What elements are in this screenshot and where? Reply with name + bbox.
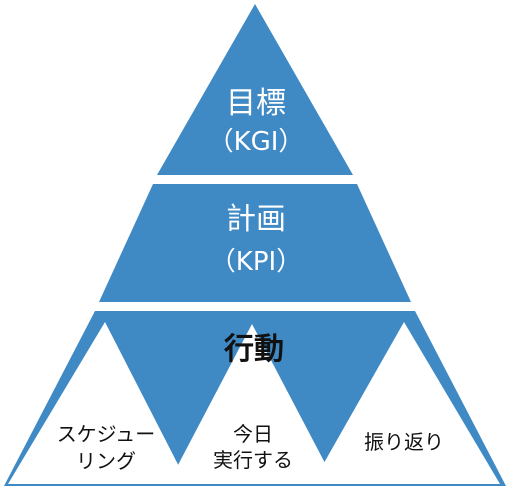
tier-top-subtitle: （KGI） <box>208 127 305 157</box>
tier-top-shape <box>157 4 353 175</box>
item-today-line1: 今日 <box>233 422 273 446</box>
tier-top-title: 目標 <box>226 86 286 121</box>
tier-bottom-title: 行動 <box>223 332 284 367</box>
inner-triangle-right <box>312 322 500 484</box>
tier-middle-subtitle: （KPI） <box>210 247 302 277</box>
item-review-line1: 振り返り <box>364 430 444 454</box>
inner-triangle-left <box>8 322 188 484</box>
item-scheduling-line2: リング <box>76 449 136 473</box>
tier-middle-shape <box>99 184 411 302</box>
inner-triangle-center <box>168 324 336 484</box>
item-scheduling-line1: スケジュー <box>57 422 156 446</box>
tier-middle-title: 計画 <box>226 202 286 237</box>
item-today-line2: 実行する <box>213 448 293 472</box>
